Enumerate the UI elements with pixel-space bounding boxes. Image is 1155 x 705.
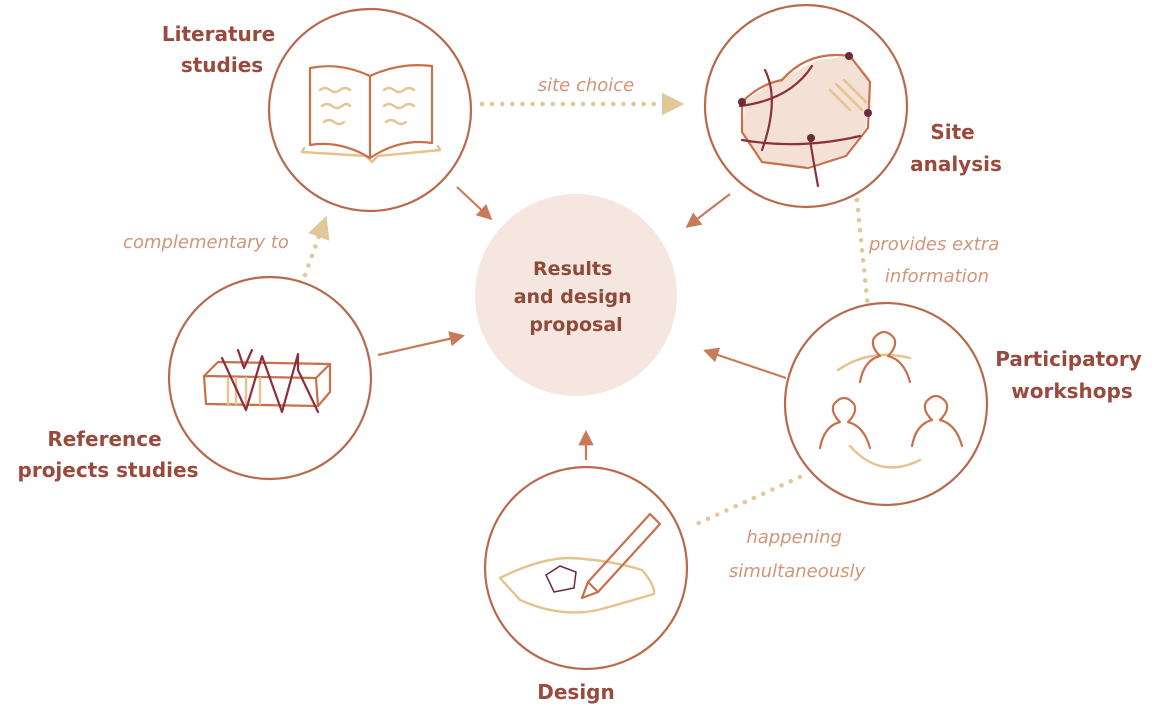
stacked-books-icon <box>202 348 332 414</box>
label-literature: Literature studies <box>162 22 282 77</box>
node-literature <box>267 7 473 213</box>
edge-label-site-choice: site choice <box>538 75 635 96</box>
arrow-reference <box>377 331 466 357</box>
open-book-icon <box>300 64 442 164</box>
site-map-icon <box>738 52 872 188</box>
node-workshops <box>783 301 989 507</box>
label-design: Design <box>537 680 614 704</box>
node-design <box>483 465 689 671</box>
center-label: Results and design proposal <box>514 258 639 336</box>
complementary-link <box>302 215 330 278</box>
flow-arrows <box>377 186 787 460</box>
node-site <box>703 3 909 209</box>
arrow-workshops <box>703 347 787 380</box>
relation-links <box>302 92 871 530</box>
edge-label-simultaneous: happening simultaneously <box>729 527 866 582</box>
people-group-icon <box>818 330 964 469</box>
edge-label-complementary: complementary to <box>123 232 289 253</box>
arrow-site <box>685 193 731 228</box>
node-reference <box>167 275 373 481</box>
edge-label-extra-information: provides extra information <box>868 234 1005 287</box>
label-reference: Reference projects studies <box>18 427 199 482</box>
extra-information-link <box>854 197 871 311</box>
label-site: Site analysis <box>910 120 1002 176</box>
label-workshops: Participatory workshops <box>995 347 1149 403</box>
simultaneous-link <box>687 474 803 530</box>
center-node <box>475 194 677 396</box>
arrow-literature <box>456 186 493 221</box>
pencil-drawing-icon <box>498 512 662 614</box>
